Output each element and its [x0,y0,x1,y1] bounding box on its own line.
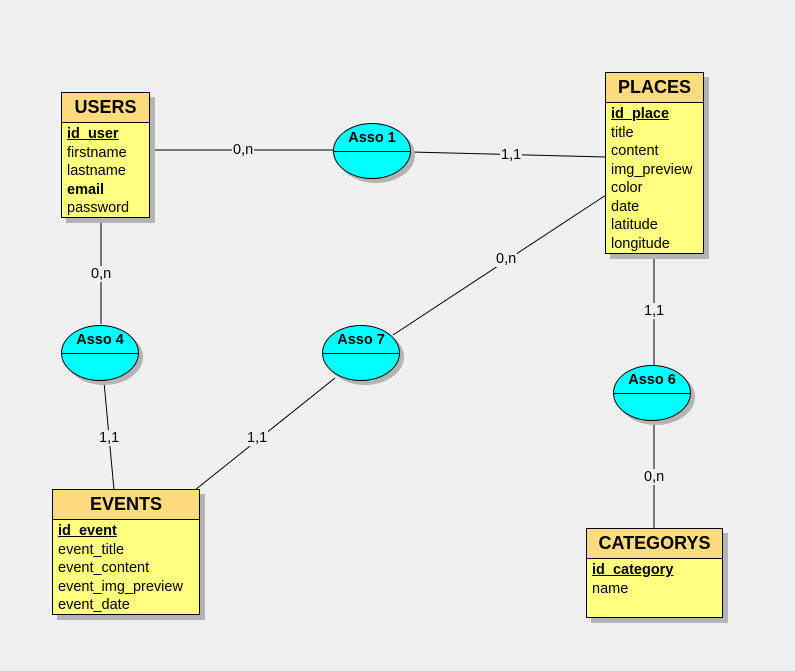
attribute-list: id_event event_title event_content event… [53,520,199,617]
attribute-primary-key: id_event [58,523,117,539]
association-divider [334,151,410,152]
entity-title: USERS [62,93,149,123]
entity-categorys[interactable]: CATEGORYS id_category name [586,528,723,618]
attribute: title [611,124,634,141]
attribute: lastname [67,163,126,179]
attribute: firstname [67,144,127,161]
attribute-primary-key: id_user [67,126,119,142]
cardinality-places-asso6: 1,1 [643,303,666,319]
cardinality-users-asso1: 0,n [232,142,255,158]
attribute-primary-key: id_category [592,562,674,578]
attribute-primary-key: id_place [611,106,670,122]
cardinality-places-asso1: 1,1 [500,147,523,163]
association-asso6[interactable]: Asso 6 [613,365,691,421]
attribute: longitude [611,235,670,252]
cardinality-users-asso4: 0,n [90,266,113,282]
association-label: Asso 6 [628,372,676,388]
attribute: content [611,143,659,159]
association-asso4[interactable]: Asso 4 [61,325,139,381]
entity-title: PLACES [606,73,703,103]
attribute: name [592,580,629,597]
cardinality-events-asso4: 1,1 [98,430,121,446]
attribute: password [67,200,130,216]
cardinality-events-asso7: 1,1 [246,430,269,446]
cardinality-categorys-asso6: 0,n [643,469,666,485]
attribute: date [611,198,640,215]
association-label: Asso 4 [76,332,124,348]
association-divider [323,353,399,354]
entity-places[interactable]: PLACES id_place title content img_previe… [605,72,704,254]
attribute: event_date [58,597,130,613]
attribute: color [611,180,643,196]
entity-users[interactable]: USERS id_user firstname lastname email p… [61,92,150,218]
attribute: img_preview [611,161,693,178]
association-divider [614,393,690,394]
attribute-list: id_category name [587,559,722,600]
association-label: Asso 1 [348,130,396,146]
attribute-list: id_user firstname lastname email passwor… [62,123,149,220]
association-asso1[interactable]: Asso 1 [333,123,411,179]
attribute: email [67,181,105,198]
association-label: Asso 7 [337,332,385,348]
cardinality-places-asso7: 0,n [495,251,518,267]
attribute: event_content [58,560,150,576]
entity-title: CATEGORYS [587,529,722,559]
entity-events[interactable]: EVENTS id_event event_title event_conten… [52,489,200,615]
attribute: latitude [611,217,658,233]
attribute: event_img_preview [58,578,183,595]
attribute: event_title [58,541,125,558]
association-asso7[interactable]: Asso 7 [322,325,400,381]
attribute-list: id_place title content img_preview color… [606,103,703,255]
entity-title: EVENTS [53,490,199,520]
association-divider [62,353,138,354]
